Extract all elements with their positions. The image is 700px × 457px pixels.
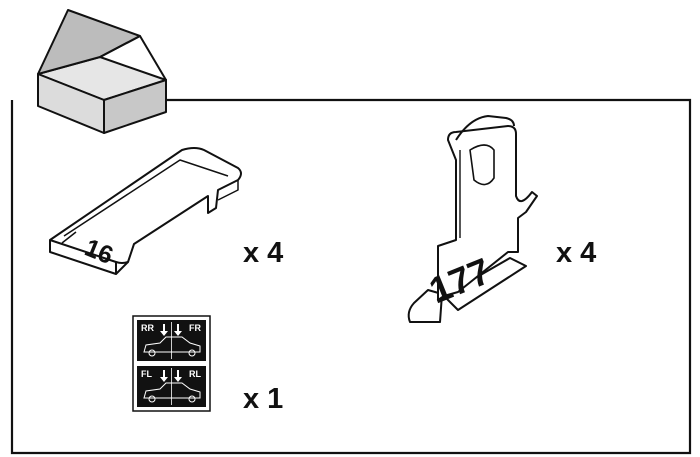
quantity-part-177: x 4 xyxy=(556,237,596,269)
contents-frame xyxy=(10,98,692,455)
down-arrow-icon xyxy=(160,324,182,382)
quantity-sticker: x 1 xyxy=(243,383,283,415)
tag-part-177 xyxy=(407,115,538,323)
wheel-position-sticker: RR FR FL RL xyxy=(132,315,211,412)
car-icon xyxy=(143,336,201,403)
sticker-label-rr: RR xyxy=(141,323,154,333)
box-icon xyxy=(37,9,167,134)
sticker-label-fl: FL xyxy=(141,369,152,379)
clip-part-16 xyxy=(49,147,242,275)
sticker-label-fr: FR xyxy=(189,323,201,333)
sticker-label-rl: RL xyxy=(189,369,201,379)
quantity-part-16: x 4 xyxy=(243,237,283,269)
